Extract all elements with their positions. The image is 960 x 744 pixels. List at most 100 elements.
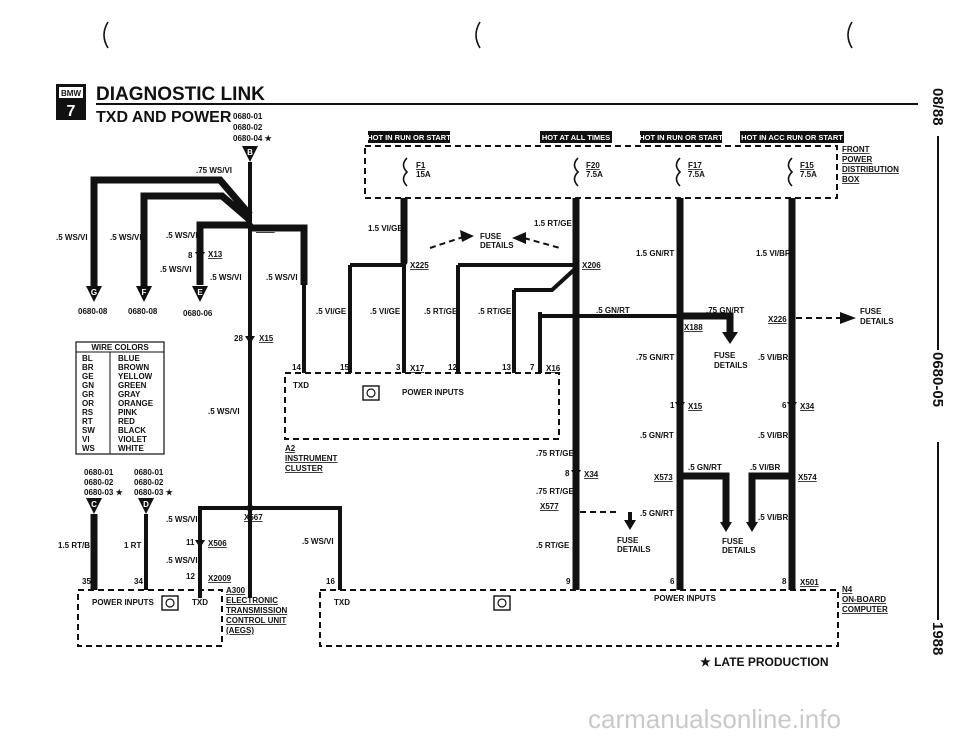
wire-label-e2: .5 WS/VI [160, 265, 192, 274]
ref-bl-2a: 0680-01 [134, 468, 164, 477]
pin-28: 28 [234, 334, 243, 343]
ref-left-a: 0680-08 [78, 307, 108, 316]
pin-7: 7 [530, 363, 535, 372]
fuse-f20-id: F20 [586, 161, 600, 170]
egs-txd: TXD [192, 598, 208, 607]
fuse-details-3b: DETAILS [714, 361, 748, 370]
hot-label-2: HOT AT ALL TIMES [542, 133, 610, 142]
wire-label-gn-rt-5b: .5 GN/RT [640, 431, 674, 440]
fuse-details-3a: FUSE [714, 351, 736, 360]
connector-f: F [142, 288, 147, 297]
ref-left-b: 0680-08 [128, 307, 158, 316]
fuse-details-4a: FUSE [722, 537, 744, 546]
splice-x2009: X2009 [208, 574, 232, 583]
wire-color-name: WHITE [118, 444, 144, 453]
wire-label-ws-vi-75: .75 WS/VI [196, 166, 232, 175]
obc-name-2: COMPUTER [842, 605, 888, 614]
splice-x574: X574 [798, 473, 817, 482]
wire-color-name: BROWN [118, 363, 149, 372]
wire-color-code: GN [82, 381, 94, 390]
wire-label-rt-ge-a: .5 RT/GE [424, 307, 458, 316]
pin-12-egs: 12 [186, 572, 195, 581]
wire-label-gn-rt-15: 1.5 GN/RT [636, 249, 674, 258]
splice-x506: X506 [208, 539, 227, 548]
wire-color-name: RED [118, 417, 135, 426]
pin-8-x34: 8 [565, 469, 570, 478]
connector-e: E [197, 288, 203, 297]
splice-x501: X501 [800, 578, 819, 587]
wire-color-code: RS [82, 408, 94, 417]
left-feed: B .75 WS/VI X183 .5 WS/VI .5 WS/VI .5 WS… [56, 146, 308, 598]
wire-color-code: WS [82, 444, 96, 453]
cluster-ground-icon [362, 385, 380, 401]
wire-label-gn-rt-5a: .5 GN/RT [596, 306, 630, 315]
splice-x17: X17 [410, 364, 425, 373]
wire-label-vi-ge-b: .5 VI/GE [370, 307, 401, 316]
fuse-details-2a: FUSE [617, 536, 639, 545]
fuse-f15-rating: 7.5A [800, 170, 817, 179]
wire-color-name: BLUE [118, 354, 140, 363]
wire-label-x183-r: .5 WS/VI [266, 273, 298, 282]
instrument-cluster: 14 15 3 X17 12 13 7 X16 TXD POWER INPUTS… [284, 262, 578, 473]
wire-color-name: BLACK [118, 426, 146, 435]
wire-color-name: GRAY [118, 390, 141, 399]
splice-x577: X577 [540, 502, 559, 511]
fuse-details-2b: DETAILS [617, 545, 651, 554]
obc-name-1: ON-BOARD [842, 595, 886, 604]
hot-label-3: HOT IN RUN OR START [639, 133, 723, 142]
ref-0680-02: 0680-02 [233, 123, 263, 132]
wire-color-code: BL [82, 354, 93, 363]
wire-label-rt-ge-15: 1.5 RT/GE [534, 219, 572, 228]
pin-16: 16 [326, 577, 335, 586]
obc-id: N4 [842, 585, 853, 594]
ref-0680-01: 0680-01 [233, 112, 263, 121]
egs-module: 35 34 POWER INPUTS TXD A300 ELECTRONIC T… [77, 577, 288, 647]
egs-name-3: CONTROL UNIT [226, 616, 286, 625]
wire-label-x567-r: .5 WS/VI [302, 537, 334, 546]
pdb-label-3: DISTRIBUTION [842, 165, 899, 174]
splice-x225: X225 [410, 261, 429, 270]
obc-power: POWER INPUTS [654, 594, 716, 603]
svg-text:7: 7 [67, 103, 76, 120]
egs-power: POWER INPUTS [92, 598, 154, 607]
side-section: 0680-05 [929, 352, 946, 407]
connector-b: B [247, 148, 253, 157]
splice-x16: X16 [546, 364, 561, 373]
wire-label-rt-bl: 1.5 RT/BL [58, 541, 95, 550]
ref-bl-2c: 0680-03 ★ [134, 488, 174, 497]
page-title: DIAGNOSTIC LINK [96, 84, 265, 105]
wire-label-rt-ge-5c: .5 RT/GE [536, 541, 570, 550]
pin-15: 15 [340, 363, 349, 372]
pin-34: 34 [134, 577, 143, 586]
wire-label-x506: .5 WS/VI [166, 556, 198, 565]
splice-x188: X188 [684, 323, 703, 332]
wire-label-mid: .5 WS/VI [208, 407, 240, 416]
f15-branch: 1.5 VI/BR X226 FUSE DETAILS .5 VI/BR 6 X… [746, 198, 894, 590]
wire-label-f: .5 WS/VI [110, 233, 142, 242]
fuse-details-5a: FUSE [860, 307, 882, 316]
wire-color-code: SW [82, 426, 95, 435]
connector-c: C [91, 500, 97, 509]
ref-bl-1b: 0680-02 [84, 478, 114, 487]
wire-color-name: VIOLET [118, 435, 147, 444]
pin-1: 1 [670, 401, 675, 410]
splice-x206: X206 [582, 261, 601, 270]
pin-35: 35 [82, 577, 91, 586]
wire-color-name: GREEN [118, 381, 147, 390]
wire-label-gn-rt-75b: .75 GN/RT [636, 353, 674, 362]
ref-bl-2b: 0680-02 [134, 478, 164, 487]
pin-6: 6 [782, 401, 787, 410]
wire-label-vi-br-15: 1.5 VI/BR [756, 249, 791, 258]
splice-x567: X567 [244, 513, 263, 522]
ref-left-c: 0680-06 [183, 309, 213, 318]
fuse-details-1b: DETAILS [480, 241, 514, 250]
fuse-f17-id: F17 [688, 161, 702, 170]
watermark: carmanualsonline.info [588, 704, 841, 734]
splice-x15: X15 [259, 334, 274, 343]
pin-14: 14 [292, 363, 301, 372]
page-subtitle: TXD AND POWER [96, 109, 232, 126]
ref-bl-1c: 0680-03 ★ [84, 488, 124, 497]
pin-3: 3 [396, 363, 401, 372]
